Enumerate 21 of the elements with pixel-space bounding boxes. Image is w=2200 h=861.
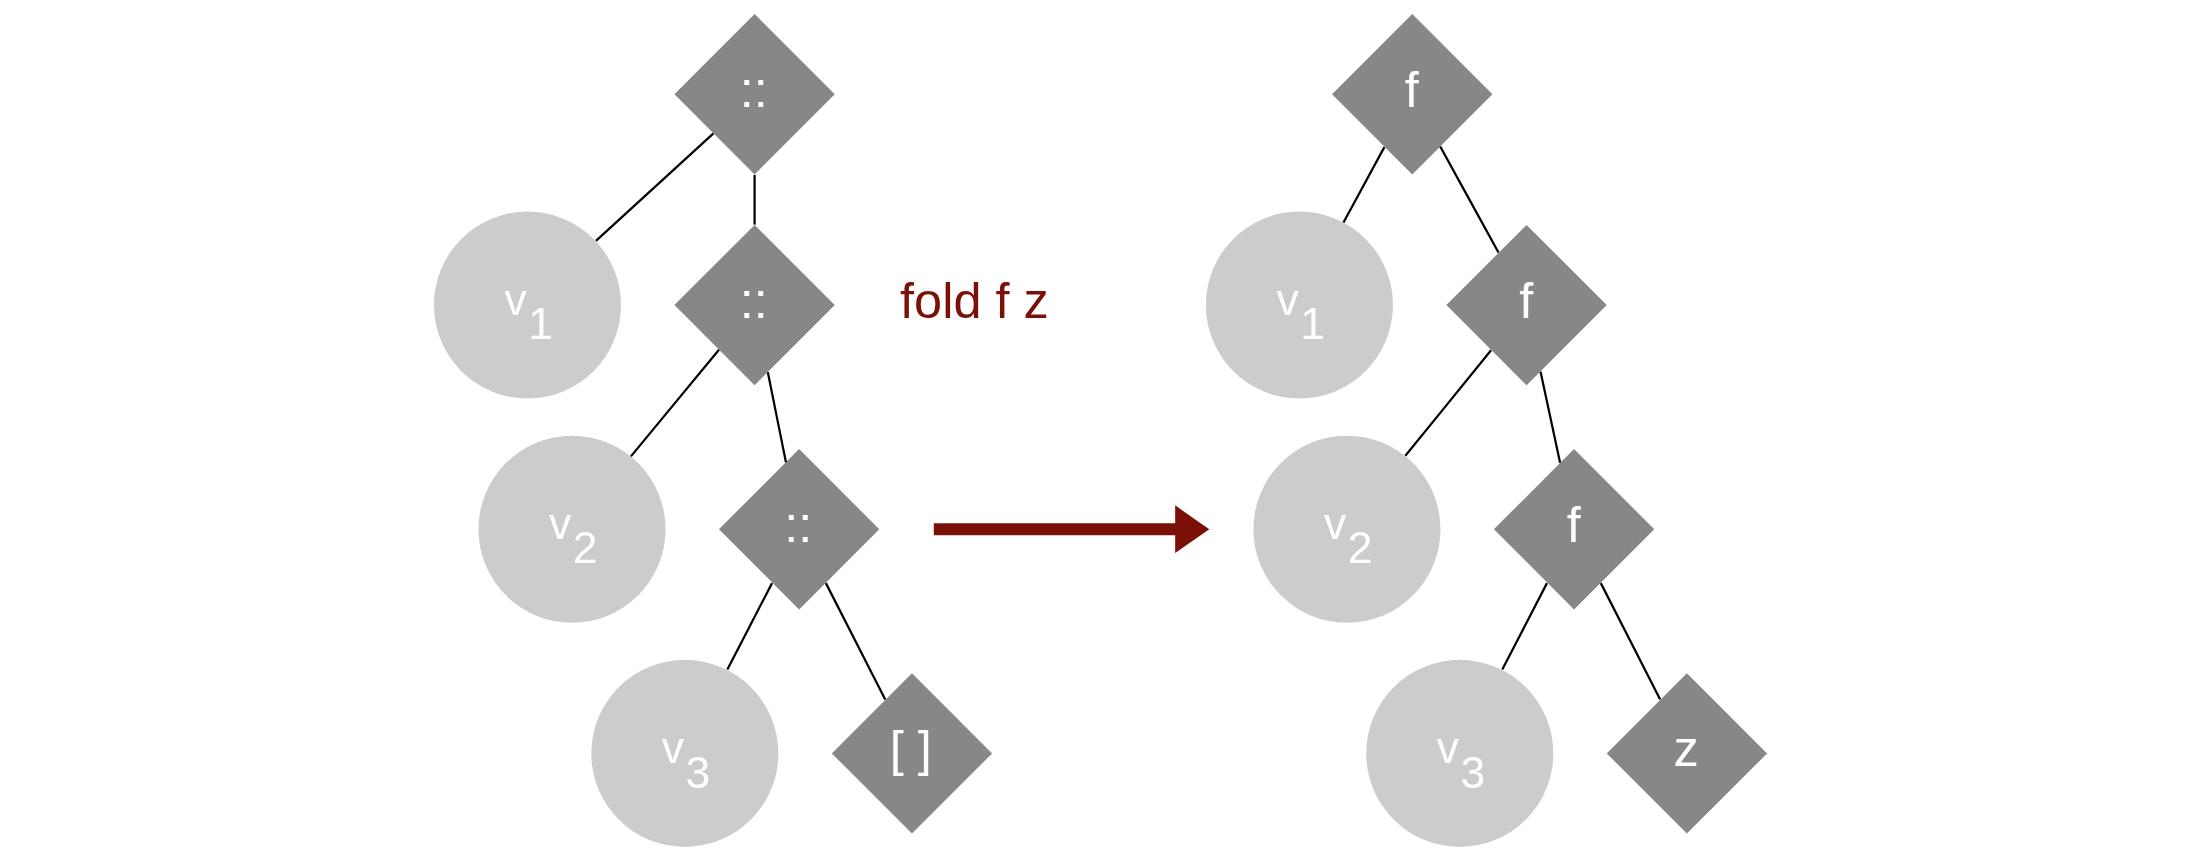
connector — [1538, 371, 1561, 463]
connector — [753, 174, 756, 225]
connector — [766, 372, 787, 463]
connector — [594, 132, 714, 242]
connector — [1500, 582, 1548, 671]
connector — [1341, 146, 1385, 223]
node-diamond: :: — [718, 449, 879, 610]
node-diamond: f — [1331, 14, 1492, 175]
connector — [824, 582, 886, 700]
node-diamond: f — [1445, 224, 1607, 386]
label: fold f z — [899, 271, 1049, 329]
connector — [1438, 146, 1499, 254]
node-diamond: :: — [673, 14, 835, 175]
connector — [725, 582, 773, 671]
node-diamond: f — [1493, 449, 1654, 610]
node-diamond: z — [1606, 673, 1767, 834]
connector — [1403, 349, 1492, 457]
connector — [629, 349, 720, 458]
node-diamond: :: — [673, 224, 835, 386]
connector — [1599, 582, 1661, 700]
node-diamond: [ ] — [831, 673, 992, 834]
